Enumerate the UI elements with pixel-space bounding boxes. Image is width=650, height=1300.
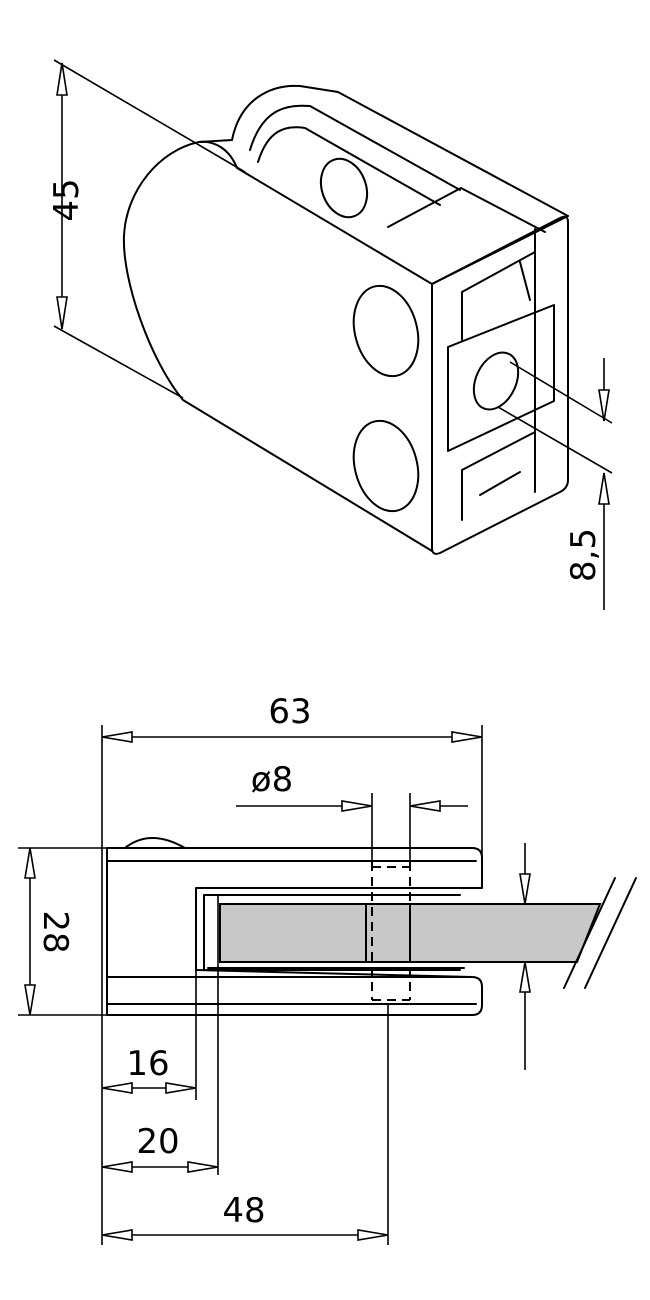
dim-bolt-48: 48: [222, 1191, 265, 1231]
dim-length-63: 63: [268, 692, 311, 732]
back-plate: [231, 84, 569, 217]
side-hole-upper: [352, 284, 420, 378]
front-view: 63 ø8 28 16 20 48: [18, 692, 637, 1245]
dim-offset-8-5: 8,5: [564, 528, 604, 582]
side-face: [122, 140, 433, 552]
dim-depth-16: 16: [126, 1044, 169, 1084]
front-face: [431, 215, 569, 555]
center-hole: [472, 351, 520, 411]
side-hole-lower: [352, 419, 420, 513]
dim-height-45: 45: [47, 178, 87, 221]
glass-insert: [365, 903, 411, 963]
dim-height-28: 28: [35, 910, 75, 953]
isometric-view: 45 8,5: [47, 59, 613, 610]
front-recess: [447, 304, 555, 452]
bolt-top: [319, 157, 369, 219]
clamp-body: [106, 847, 483, 1016]
bolt-hidden: [371, 862, 411, 1001]
top-slot: [387, 187, 546, 233]
dim-depth-20: 20: [136, 1122, 179, 1162]
dim-diameter-8: ø8: [251, 760, 293, 800]
